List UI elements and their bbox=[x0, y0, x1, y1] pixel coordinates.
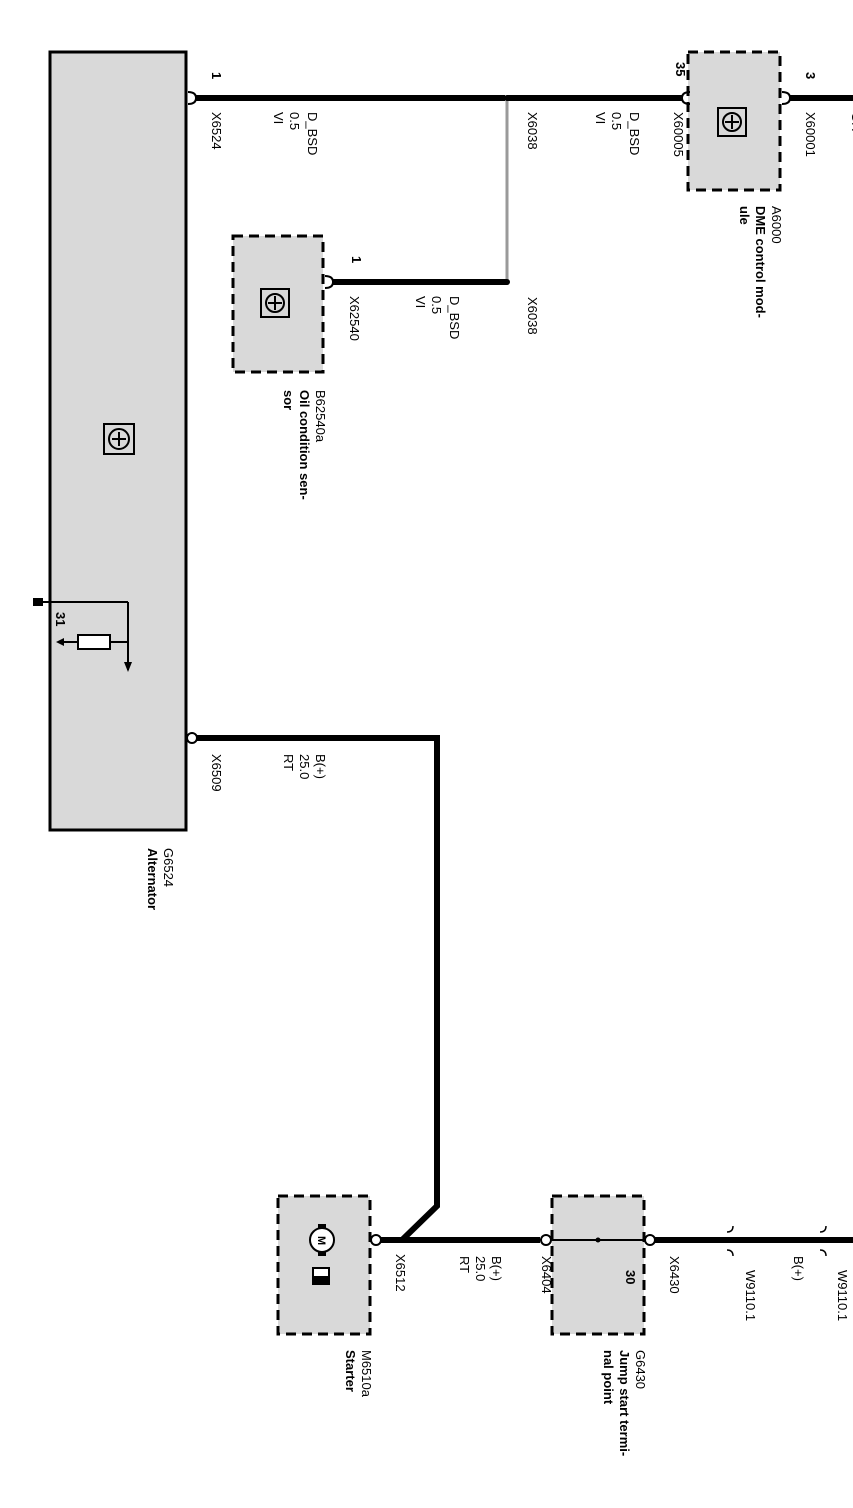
bsd-alt-signal: D_BSD bbox=[305, 112, 320, 155]
alternator-symbol-icon bbox=[103, 423, 135, 455]
w9110-b-marker-icon bbox=[819, 1225, 827, 1257]
jump-start-pin-30: 30 bbox=[623, 1270, 638, 1284]
bsd-sensor-size: 0.5 bbox=[429, 296, 444, 314]
bplus-starter-size: 25.0 bbox=[473, 1256, 488, 1281]
bplus-w9110-signal: B(+) bbox=[791, 1256, 806, 1281]
starter-name: Starter bbox=[343, 1350, 358, 1392]
x6430-terminal bbox=[644, 1234, 656, 1246]
bsd-sensor-signal: D_BSD bbox=[447, 296, 462, 339]
alternator-pin-31: 31 bbox=[53, 612, 68, 626]
starter-motor-icon bbox=[309, 1224, 335, 1285]
dme-symbol-icon bbox=[717, 107, 747, 137]
dme-out-color: GR bbox=[849, 112, 853, 132]
x62540-label: X62540 bbox=[347, 296, 362, 341]
x60001-label: X60001 bbox=[803, 112, 818, 157]
bsd-sensor-color: VI bbox=[413, 296, 428, 308]
x6509-label: X6509 bbox=[209, 754, 224, 792]
x60005-label: X60005 bbox=[671, 112, 686, 157]
bplus-starter-color: RT bbox=[457, 1256, 472, 1273]
w9110-a-label: W9110.1 bbox=[743, 1270, 758, 1321]
x6404-label: X6404 bbox=[539, 1256, 554, 1294]
bplus-alt-size: 25.0 bbox=[297, 754, 312, 779]
starter-id: M6510a bbox=[359, 1350, 374, 1398]
bsd-alt-size: 0.5 bbox=[287, 112, 302, 130]
jump-start-box[interactable] bbox=[550, 1194, 646, 1336]
dme-name-line2: ule bbox=[737, 206, 752, 225]
bsd-dme-color: VI bbox=[593, 112, 608, 124]
oil-sensor-name-line1: Oil condition sen- bbox=[297, 390, 312, 500]
oil-sensor-name-line2: sor bbox=[281, 390, 296, 410]
jump-start-id: G6430 bbox=[633, 1350, 648, 1389]
bplus-alt-signal: B(+) bbox=[313, 754, 328, 779]
x60001-connector-icon bbox=[781, 91, 792, 105]
x6038-sensor-label: X6038 bbox=[525, 297, 540, 335]
starter-box[interactable] bbox=[276, 1194, 372, 1336]
alternator-ground-resistor-icon bbox=[33, 598, 132, 672]
x60005-connector-icon bbox=[680, 91, 691, 105]
jump-start-node bbox=[595, 1237, 601, 1243]
alternator-name: Alternator bbox=[145, 848, 160, 910]
dme-id: A6000 bbox=[769, 206, 784, 244]
oil-sensor-symbol-icon bbox=[260, 288, 290, 318]
bsd-dme-signal: D_BSD bbox=[627, 112, 642, 155]
dme-pin-35: 35 bbox=[673, 62, 688, 76]
bplus-wire-alternator bbox=[197, 735, 440, 1243]
x6430-label: X6430 bbox=[667, 1256, 682, 1294]
x62540-connector-icon bbox=[324, 275, 335, 289]
w9110-a-marker-icon bbox=[726, 1225, 734, 1257]
x6512-terminal bbox=[370, 1234, 382, 1246]
x6404-terminal bbox=[540, 1234, 552, 1246]
alternator-pin-1: 1 bbox=[209, 72, 224, 79]
jump-start-name-line1: Jump start termi- bbox=[617, 1350, 632, 1456]
sensor-pin-1: 1 bbox=[349, 256, 364, 263]
bsd-dme-size: 0.5 bbox=[609, 112, 624, 130]
bplus-alt-color: RT bbox=[281, 754, 296, 771]
x6038-top-label: X6038 bbox=[525, 112, 540, 150]
bplus-starter-signal: B(+) bbox=[489, 1256, 504, 1281]
x6509-terminal bbox=[186, 732, 198, 744]
dme-pin-3: 3 bbox=[803, 72, 818, 79]
jump-start-name-line2: nal point bbox=[601, 1350, 616, 1405]
x6512-label: X6512 bbox=[393, 1254, 408, 1292]
alternator-id: G6524 bbox=[161, 848, 176, 887]
x6524-connector-icon bbox=[187, 91, 198, 105]
x6524-label: X6524 bbox=[209, 112, 224, 150]
dme-name-line1: DME control mod- bbox=[753, 206, 768, 318]
starter-motor-letter: M bbox=[315, 1236, 327, 1245]
bsd-alt-color: VI bbox=[271, 112, 286, 124]
oil-sensor-id: B62540a bbox=[313, 390, 328, 443]
w9110-b-label: W9110.1 bbox=[835, 1270, 850, 1321]
